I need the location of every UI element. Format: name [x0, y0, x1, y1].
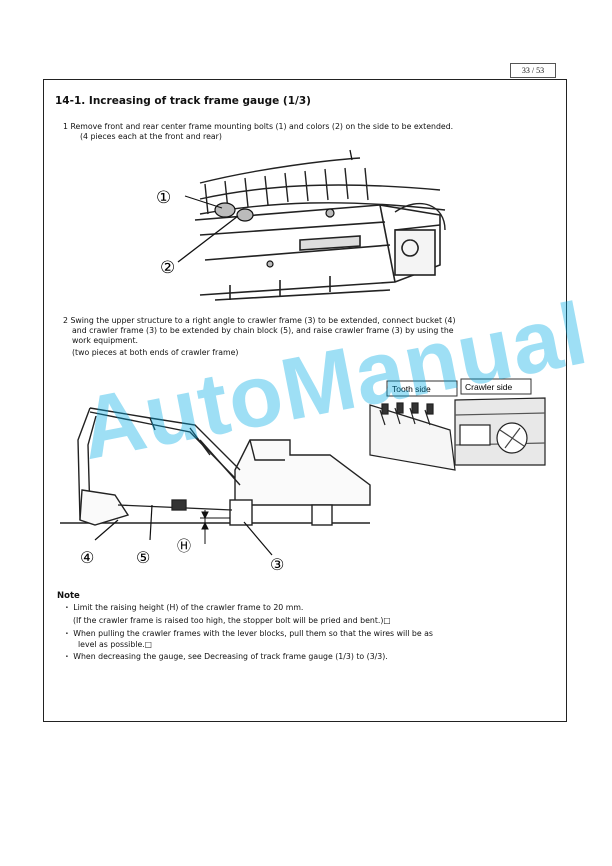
height-indicator — [200, 510, 230, 544]
section-title: 14-1. Increasing of track frame gauge (1… — [55, 95, 311, 107]
step2-line2: and crawler frame (3) to be extended by … — [72, 326, 454, 335]
callout-1: ① — [156, 188, 171, 207]
callout2-leader — [177, 215, 239, 263]
step2-line4: (two pieces at both ends of crawler fram… — [72, 348, 239, 357]
chain-block — [117, 499, 233, 511]
excavator-body — [60, 439, 371, 526]
callout-3: ③ — [270, 557, 284, 574]
step1-line1: 1 Remove front and rear center frame mou… — [63, 122, 454, 131]
step2-line3: work equipment. — [72, 336, 139, 345]
callout-h: Ⓗ — [177, 538, 191, 554]
callout-4: ④ — [80, 550, 94, 567]
callout-5: ⑤ — [136, 550, 150, 567]
tooth-side-label-box — [386, 380, 458, 397]
note-item-1-cont: (If the crawler frame is raised too high… — [73, 616, 391, 625]
crawler-frame-body — [194, 204, 441, 301]
note-item-3: ・ When decreasing the gauge, see Decreas… — [63, 652, 388, 661]
note-item-1: ・ Limit the raising height (H) of the cr… — [63, 603, 304, 612]
note-item-2: ・ When pulling the crawler frames with t… — [63, 629, 433, 638]
note-title: Note — [57, 591, 80, 601]
crawler-side-label: Crawler side — [465, 382, 513, 392]
tooth-side-label: Tooth side — [392, 384, 431, 394]
bolt-parts — [214, 202, 335, 268]
bucket — [79, 489, 130, 526]
inset-detail — [369, 397, 546, 471]
idler-wheel — [394, 202, 446, 231]
callout1-leader — [184, 195, 223, 209]
crawler-side-label-box — [460, 378, 532, 395]
content-frame — [43, 79, 567, 722]
note-item-2-cont: level as possible.□ — [78, 640, 153, 649]
track-chain — [199, 157, 446, 215]
page-number: 33 / 53 — [510, 63, 556, 78]
callout-2: ② — [160, 258, 175, 277]
step1-line2: (4 pieces each at the front and rear) — [80, 132, 222, 141]
step2-line1: 2 Swing the upper structure to a right a… — [63, 316, 456, 325]
